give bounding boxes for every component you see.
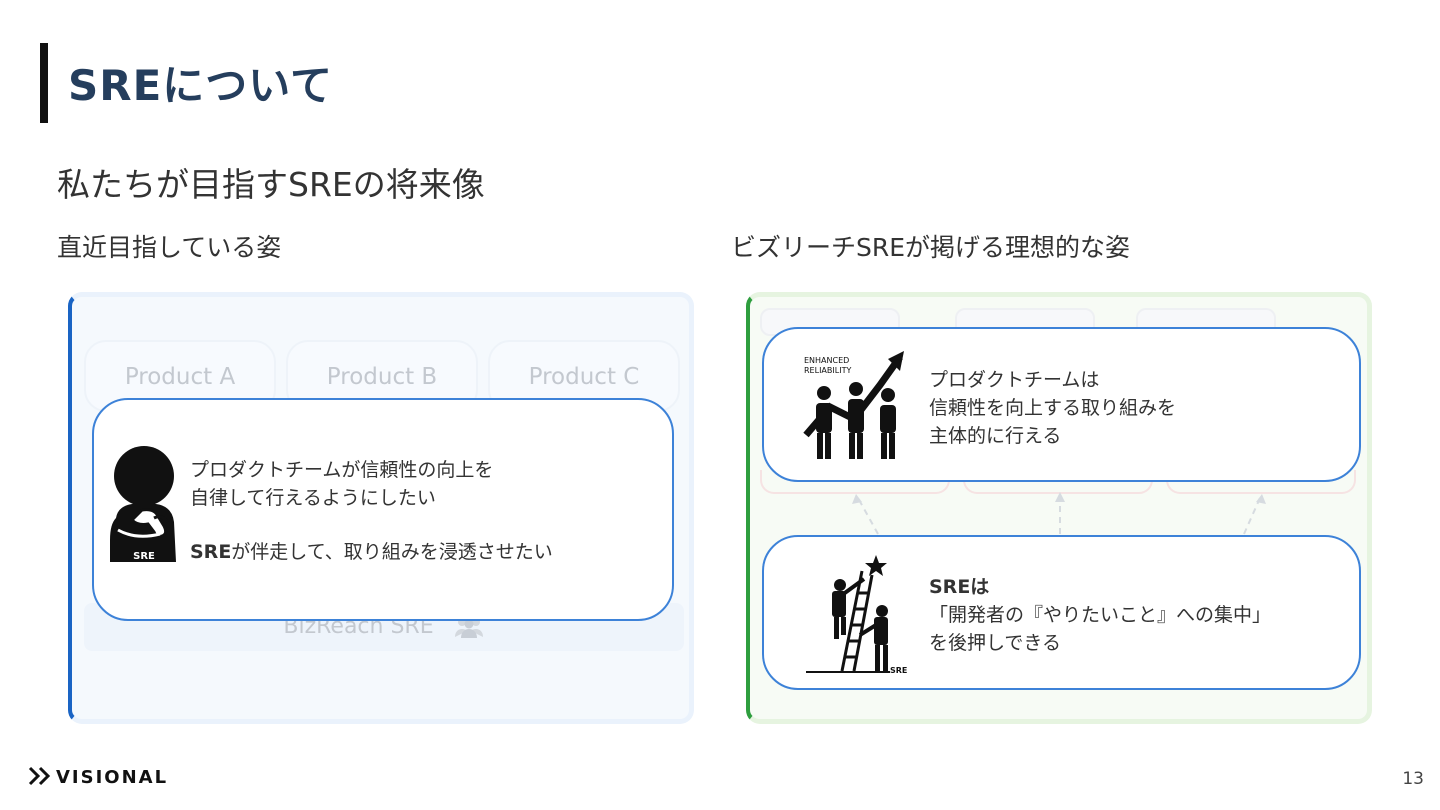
ladder-sre-tag: SRE xyxy=(890,666,907,675)
team-callout-line-2: 信頼性を向上する取り組みを xyxy=(929,397,1177,419)
faint-product-box-3 xyxy=(1166,470,1356,494)
sre-callout-line-1: SREは xyxy=(929,576,990,598)
slide-subtitle: 私たちが目指すSREの将来像 xyxy=(57,165,485,204)
left-section-heading: 直近目指している姿 xyxy=(57,233,282,262)
sre-callout-line-3: を後押しできる xyxy=(929,632,1062,654)
slide-title: SREについて xyxy=(68,61,334,110)
title-accent-bar xyxy=(40,43,48,123)
callout-line-3: SREが伴走して、取り組みを浸透させたい xyxy=(190,541,553,563)
faint-product-box-2 xyxy=(963,470,1153,494)
callout-line-1: プロダクトチームが信頼性の向上を xyxy=(190,459,494,481)
right-section-heading: ビズリーチSREが掲げる理想的な姿 xyxy=(731,233,1131,262)
team-callout-line-3: 主体的に行える xyxy=(929,425,1062,447)
icon-caption-1: ENHANCED xyxy=(804,356,849,365)
avatar-sre-tag: SRE xyxy=(133,551,155,562)
people-icon xyxy=(454,618,483,638)
product-team-callout: ENHANCED RELIABILITY プロダクトチームは 信頼性を向上する取… xyxy=(762,327,1361,482)
page-number: 13 xyxy=(1402,769,1424,789)
current-goal-callout: SRE プロダクトチームが信頼性の向上を 自律して行えるようにしたい SREが伴… xyxy=(92,398,674,621)
reliability-team-icon: ENHANCED RELIABILITY xyxy=(803,351,904,459)
icon-caption-2: RELIABILITY xyxy=(804,366,851,375)
sre-support-callout: SRE SREは 「開発者の『やりたいこと』への集中」 を後押しできる xyxy=(762,535,1361,690)
ladder-support-icon: SRE xyxy=(806,555,907,675)
thinking-person-icon: SRE xyxy=(110,446,176,562)
dashed-arrows xyxy=(852,492,1266,535)
visional-logo: VISIONAL xyxy=(28,764,178,792)
team-callout-line-1: プロダクトチームは xyxy=(929,369,1100,391)
callout-line-2: 自律して行えるようにしたい xyxy=(190,487,436,509)
faint-product-box-1 xyxy=(760,470,950,494)
logo-text: VISIONAL xyxy=(56,767,168,788)
sre-callout-line-2: 「開発者の『やりたいこと』への集中」 xyxy=(929,604,1272,626)
